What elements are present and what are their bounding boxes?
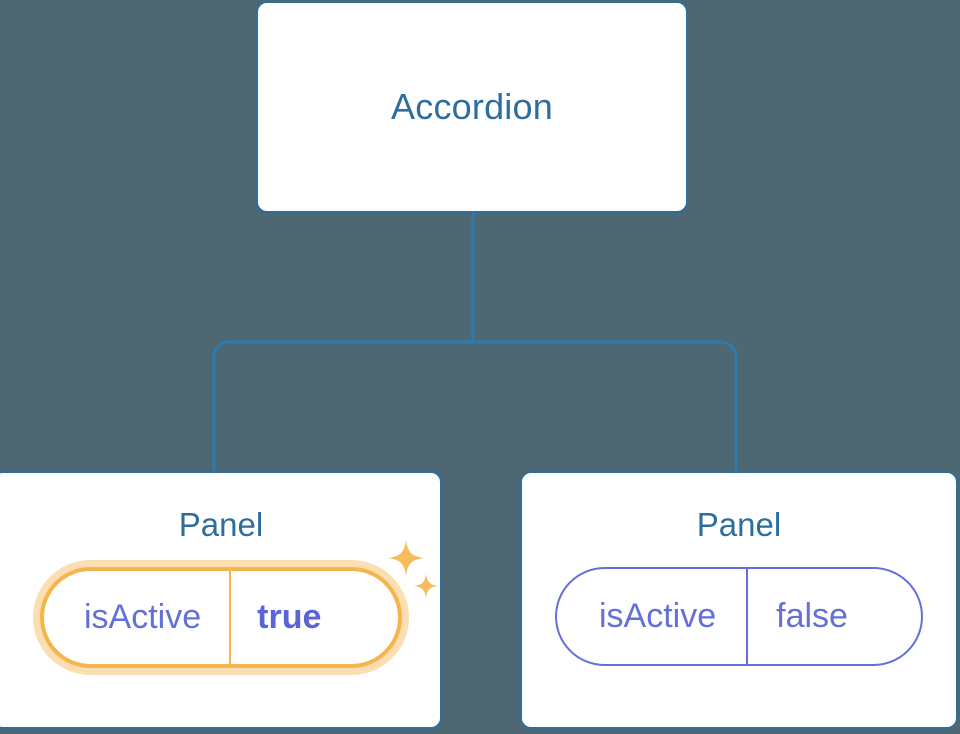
prop-pill-isactive-true[interactable]: isActive true (40, 567, 402, 669)
prop-key: isActive (599, 597, 717, 636)
node-panel-left[interactable]: Panel isActive true (0, 471, 442, 729)
connector-rail-left (212, 340, 473, 471)
node-accordion-label: Accordion (391, 86, 553, 128)
node-panel-right[interactable]: Panel isActive false (520, 471, 958, 729)
prop-pill-isactive-false[interactable]: isActive false (555, 567, 923, 667)
prop-key: isActive (84, 598, 202, 637)
node-panel-left-content: Panel isActive true (0, 506, 444, 669)
node-panel-right-label: Panel (696, 506, 782, 543)
node-panel-left-label: Panel (178, 506, 264, 543)
node-panel-right-content: Panel isActive false (522, 506, 956, 667)
connector-rail-right (473, 340, 738, 471)
prop-value: false (746, 569, 892, 665)
prop-value: true (229, 571, 361, 665)
node-accordion[interactable]: Accordion (256, 1, 688, 213)
